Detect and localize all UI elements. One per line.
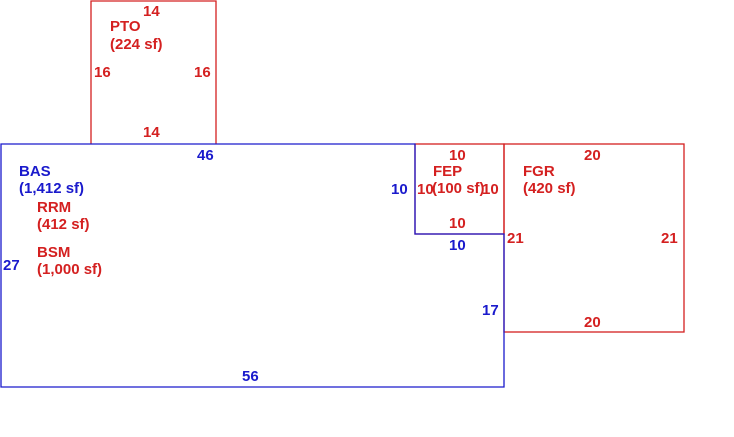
bas-left-dimension: 27 (3, 257, 20, 274)
bsm-code: BSM (37, 244, 70, 261)
rrm-code: RRM (37, 199, 71, 216)
pto-area: (224 sf) (110, 36, 163, 53)
bas-notch-left-dimension: 10 (391, 181, 408, 198)
pto-top-dimension: 14 (143, 3, 160, 20)
pto-code: PTO (110, 18, 141, 35)
bas-outline (0, 143, 505, 388)
fep-left-dimension: 10 (417, 181, 434, 198)
pto-left-dimension: 16 (94, 64, 111, 81)
fep-bottom-dimension: 10 (449, 215, 466, 232)
bas-notch-bottom-dimension: 10 (449, 237, 466, 254)
pto-bottom-dimension: 14 (143, 124, 160, 141)
pto-right-dimension: 16 (194, 64, 211, 81)
bas-area: (1,412 sf) (19, 180, 84, 197)
fep-top-dimension: 10 (449, 147, 466, 164)
fep-area: (100 sf) (432, 180, 485, 197)
bas-top-dimension: 46 (197, 147, 214, 164)
rrm-area: (412 sf) (37, 216, 90, 233)
pto-outline (90, 0, 217, 144)
fgr-area: (420 sf) (523, 180, 576, 197)
bsm-area: (1,000 sf) (37, 261, 102, 278)
fgr-right-dimension: 21 (661, 230, 678, 247)
bas-right-lower-dimension: 17 (482, 302, 499, 319)
fep-right-dimension: 10 (482, 181, 499, 198)
fgr-code: FGR (523, 163, 555, 180)
fep-code: FEP (433, 163, 462, 180)
fgr-top-dimension: 20 (584, 147, 601, 164)
bas-code: BAS (19, 163, 51, 180)
fgr-bottom-dimension: 20 (584, 314, 601, 331)
bas-bottom-dimension: 56 (242, 368, 259, 385)
fgr-left-dimension: 21 (507, 230, 524, 247)
